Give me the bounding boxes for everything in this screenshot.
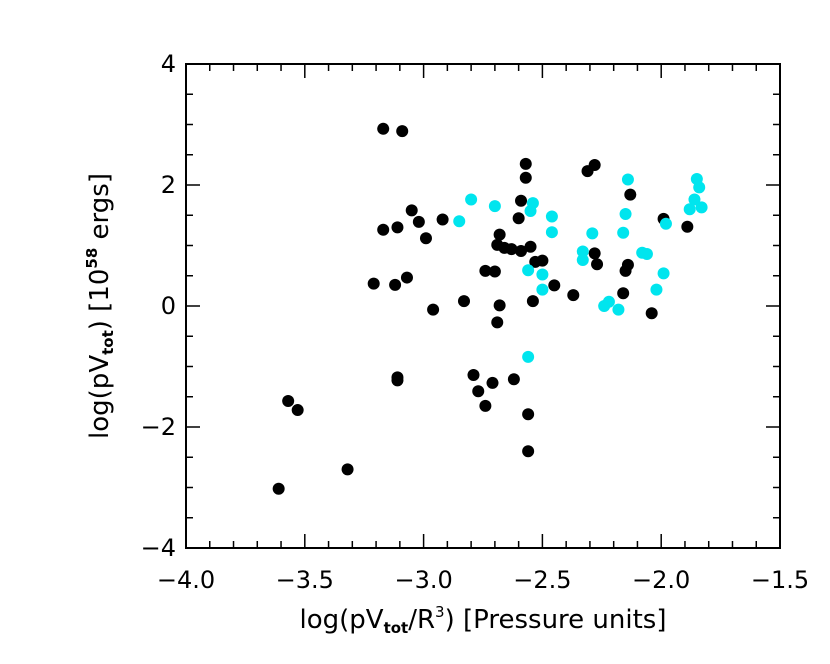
data-point [493, 228, 506, 241]
data-point [567, 289, 580, 302]
data-point [524, 240, 537, 253]
data-point [645, 307, 658, 320]
data-point [519, 171, 532, 184]
axis-ticks [185, 63, 781, 549]
data-point [536, 283, 549, 296]
data-point [405, 204, 418, 217]
data-point [472, 385, 485, 398]
data-point [659, 217, 672, 230]
data-point [341, 463, 354, 476]
y-tick-label: 4 [161, 50, 176, 78]
data-point [524, 205, 537, 218]
data-point [576, 245, 589, 258]
x-tick-label: −3.5 [276, 566, 334, 594]
data-point [391, 221, 404, 234]
data-point [419, 232, 432, 245]
data-point [657, 267, 670, 280]
data-point [576, 254, 589, 267]
data-point [282, 394, 295, 407]
x-axis-label: log(pVtot/R3) [Pressure units] [299, 603, 666, 637]
data-point [640, 247, 653, 260]
data-point [683, 203, 696, 216]
data-point [522, 264, 535, 277]
data-point [617, 226, 630, 239]
data-point [693, 181, 706, 194]
data-point [591, 258, 604, 271]
data-point [624, 188, 637, 201]
data-point [488, 265, 501, 278]
data-point [505, 243, 518, 256]
data-point [493, 299, 506, 312]
data-points [272, 122, 708, 495]
y-tick-label: −2 [141, 413, 176, 441]
data-point [650, 283, 663, 296]
x-tick-label: −1.5 [751, 566, 809, 594]
data-point [457, 295, 470, 308]
data-point [515, 244, 528, 257]
data-point [621, 258, 634, 271]
data-point [377, 223, 390, 236]
data-point [488, 200, 501, 213]
data-point [367, 277, 380, 290]
data-point [396, 125, 409, 138]
data-point [526, 295, 539, 308]
data-point [507, 373, 520, 386]
y-tick-label: 0 [161, 292, 176, 320]
data-point [272, 482, 285, 495]
data-point [588, 159, 601, 172]
data-point [436, 213, 449, 226]
y-tick-labels: −4 −2 0 2 4 [141, 50, 176, 562]
data-point [427, 303, 440, 316]
data-point [522, 408, 535, 421]
data-point [621, 173, 634, 186]
y-tick-label: 2 [161, 171, 176, 199]
data-point [512, 212, 525, 225]
data-point [491, 316, 504, 329]
data-point [548, 279, 561, 292]
x-tick-label: −4.0 [157, 566, 215, 594]
data-point [588, 247, 601, 260]
data-point [479, 264, 492, 277]
data-point [545, 226, 558, 239]
data-point [519, 157, 532, 170]
data-point [453, 215, 466, 228]
data-point [467, 368, 480, 381]
data-point [465, 193, 478, 206]
data-point [688, 193, 701, 206]
data-point [695, 201, 708, 214]
x-tick-labels: −4.0 −3.5 −3.0 −2.5 −2.0 −1.5 [157, 566, 809, 594]
data-point [598, 300, 611, 312]
y-tick-label: −4 [141, 534, 176, 562]
data-point [291, 404, 304, 417]
data-point [486, 376, 499, 389]
plot-frame [185, 63, 781, 549]
data-point [515, 194, 528, 207]
data-point [479, 399, 492, 412]
x-tick-label: −2.5 [513, 566, 571, 594]
data-point [391, 374, 404, 387]
data-point [412, 215, 425, 228]
data-point [389, 278, 402, 291]
data-point [522, 445, 535, 458]
data-point [400, 271, 413, 284]
data-point [619, 208, 632, 221]
x-tick-label: −2.0 [632, 566, 690, 594]
data-point [545, 210, 558, 223]
y-axis-label: log(pVtot) [1058 ergs] [83, 173, 117, 439]
data-point [612, 303, 625, 316]
data-point [617, 287, 630, 300]
data-point [377, 122, 390, 135]
x-tick-label: −3.0 [394, 566, 452, 594]
data-point [536, 268, 549, 281]
data-point [586, 227, 599, 240]
data-point [536, 254, 549, 267]
data-point [522, 350, 535, 363]
data-point [681, 220, 694, 233]
